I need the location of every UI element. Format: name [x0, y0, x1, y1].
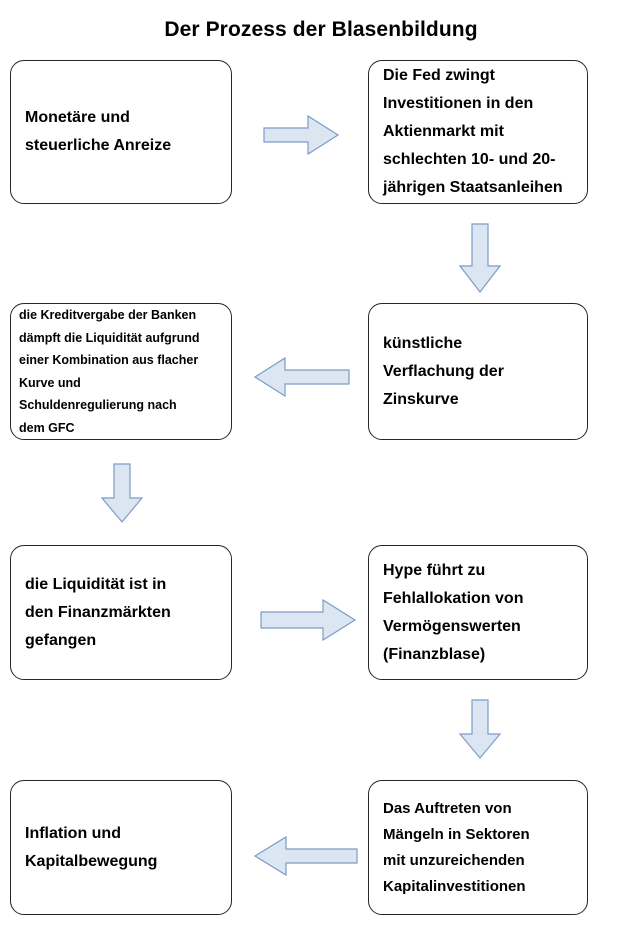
arrow-left-n7-to-n8: [252, 830, 360, 882]
arrow-right-n5-to-n6: [258, 597, 358, 643]
process-node-auftreten-maengel[interactable]: Das Auftreten von Mängeln in Sektoren mi…: [368, 780, 588, 915]
node-label: Inflation und Kapitalbewegung: [25, 824, 158, 870]
arrow-left-n3-to-n4: [252, 352, 352, 402]
process-node-liquiditaet-gefangen[interactable]: die Liquidität ist in den Finanzmärkten …: [10, 545, 232, 680]
process-node-hype-fehlallokation[interactable]: Hype führt zu Fehlallokation von Vermöge…: [368, 545, 588, 680]
arrow-right-n1-to-n2: [262, 113, 340, 157]
node-label: die Kreditvergabe der Banken dämpft die …: [19, 308, 200, 435]
process-node-kreditvergabe-banken[interactable]: die Kreditvergabe der Banken dämpft die …: [10, 303, 232, 440]
node-label: Monetäre und steuerliche Anreize: [25, 109, 172, 154]
arrow-down-n4-to-n5: [100, 462, 144, 524]
process-node-monetaere-anreize[interactable]: Monetäre und steuerliche Anreize: [10, 60, 232, 204]
node-label: Die Fed zwingt Investitionen in den Akti…: [383, 67, 563, 196]
process-node-fed-zwingt-investitionen[interactable]: Die Fed zwingt Investitionen in den Akti…: [368, 60, 588, 204]
arrow-down-n2-to-n3: [455, 222, 503, 294]
process-node-kuenstliche-verflachung[interactable]: künstliche Verflachung der Zinskurve: [368, 303, 588, 440]
arrow-down-n6-to-n7: [458, 698, 502, 760]
process-node-inflation-kapitalbewegung[interactable]: Inflation und Kapitalbewegung: [10, 780, 232, 915]
page-title: Der Prozess der Blasenbildung: [164, 18, 478, 41]
node-label: Das Auftreten von Mängeln in Sektoren mi…: [383, 799, 530, 895]
node-label: die Liquidität ist in den Finanzmärkten …: [25, 575, 171, 649]
node-label: Hype führt zu Fehlallokation von Vermöge…: [383, 561, 524, 663]
node-label: künstliche Verflachung der Zinskurve: [383, 334, 504, 408]
